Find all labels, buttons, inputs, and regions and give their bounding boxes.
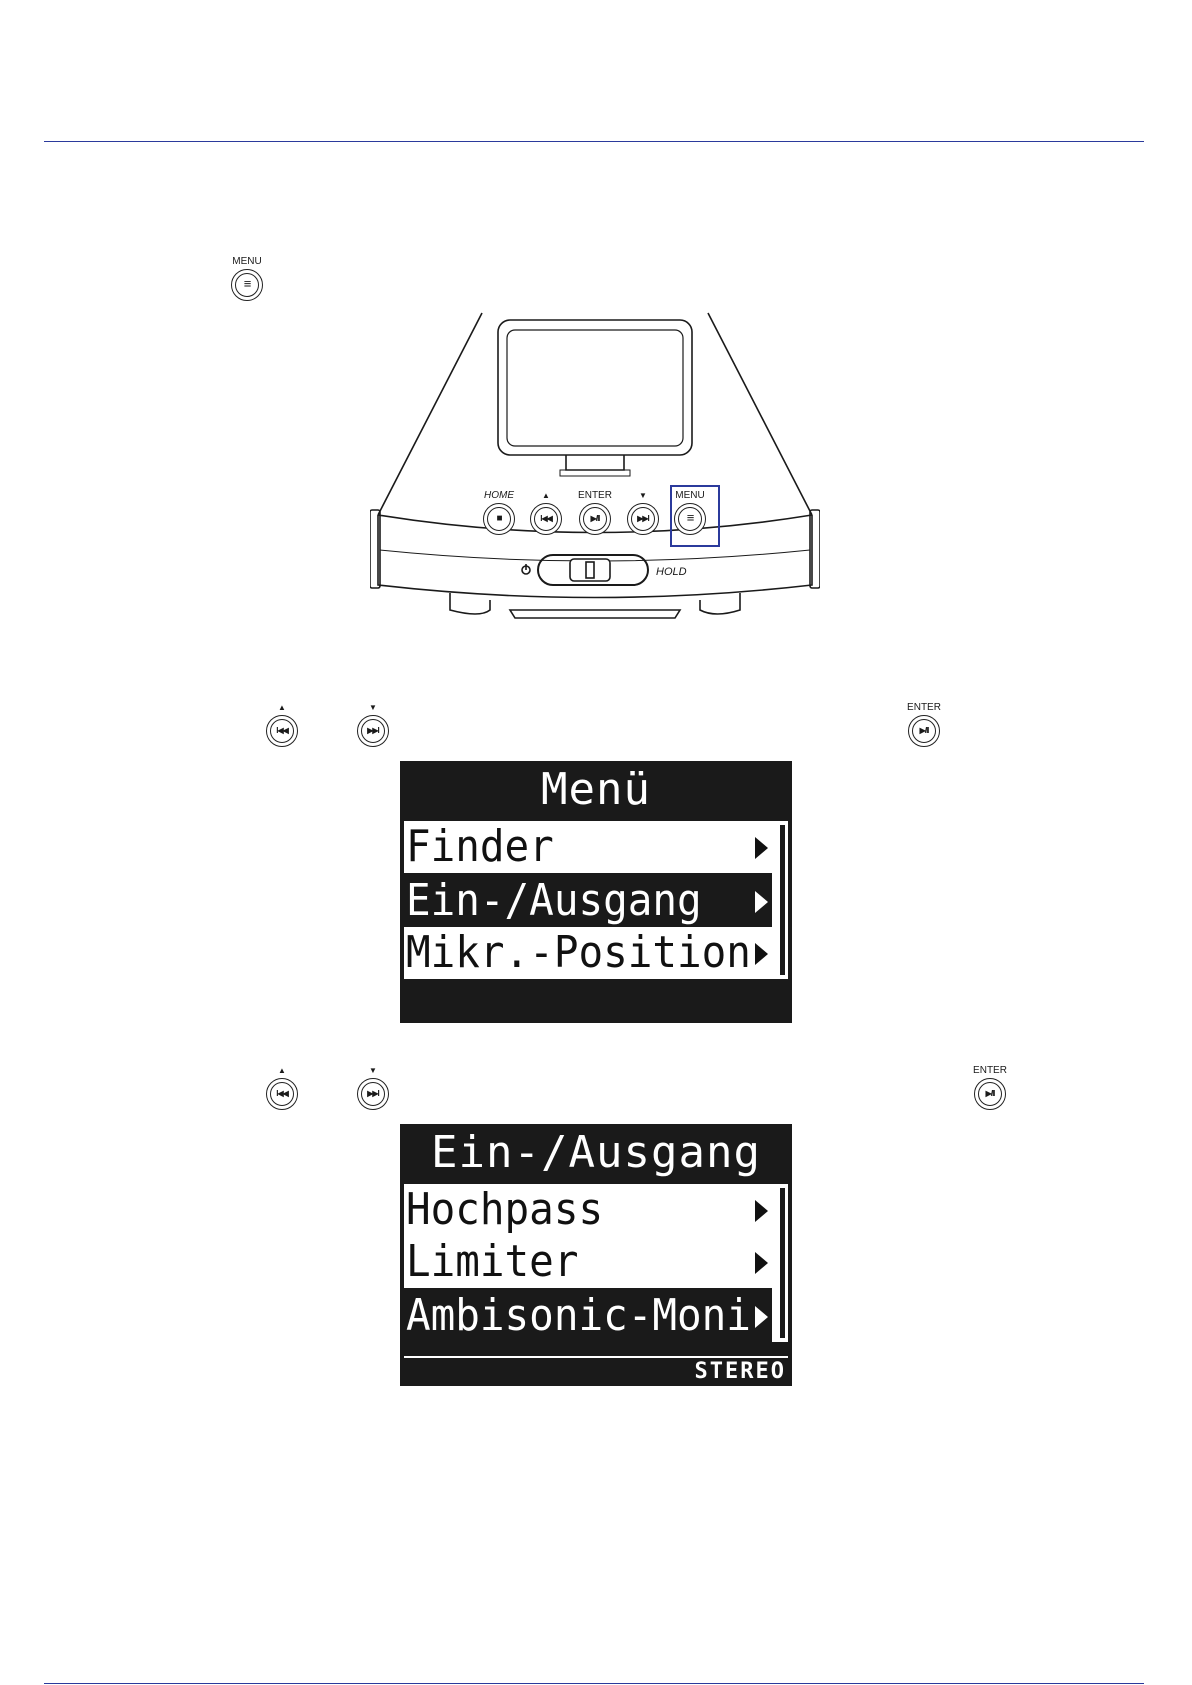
lcd-item-label: Hochpass (406, 1184, 603, 1236)
step3-down-label: ▼ (343, 1065, 403, 1077)
lcd-screen-menu: Menü Finder Ein-/Ausgang Mikr.-Position (400, 761, 792, 1023)
step3-enter-button[interactable]: ENTER ▶/II (960, 1065, 1020, 1110)
lcd-scrollbar-thumb (780, 1188, 785, 1338)
skip-back-icon: I◀◀ (266, 1078, 298, 1110)
device-illustration: HOLD (370, 310, 820, 630)
chevron-right-icon (755, 891, 768, 913)
stop-icon: ■ (483, 503, 515, 535)
chevron-right-icon (755, 837, 768, 859)
step3-up-label: ▲ (252, 1065, 312, 1077)
step2-down-label: ▼ (343, 702, 403, 714)
step3-down-button[interactable]: ▼ ▶▶I (343, 1065, 403, 1110)
step2-enter-label: ENTER (894, 702, 954, 714)
lcd-menu-item-hochpass[interactable]: Hochpass (404, 1184, 776, 1236)
step3-up-button[interactable]: ▲ I◀◀ (252, 1065, 312, 1110)
lcd-item-label: Limiter (406, 1236, 578, 1288)
step2-down-glyph: ▶▶I (358, 724, 388, 738)
step3-enter-label: ENTER (960, 1065, 1020, 1077)
lcd-title: Ein-/Ausgang (400, 1124, 792, 1182)
step2-up-glyph: I◀◀ (267, 724, 297, 738)
step2-up-label: ▲ (252, 702, 312, 714)
chevron-right-icon (755, 943, 768, 965)
step2-enter-button[interactable]: ENTER ▶/II (894, 702, 954, 747)
lcd-footer-bar (404, 1356, 788, 1358)
lcd-menu-item-ein-ausgang[interactable]: Ein-/Ausgang (404, 875, 776, 927)
lcd-scrollbar-thumb (780, 825, 785, 975)
footer-rule (44, 1683, 1144, 1684)
step3-down-glyph: ▶▶I (358, 1087, 388, 1101)
menu-glyph: ≡ (232, 277, 262, 291)
skip-forward-icon: ▶▶I (627, 503, 659, 535)
step3-up-glyph: I◀◀ (267, 1087, 297, 1101)
lcd-item-label: Mikr.-Position (406, 927, 751, 979)
lcd-screen-ein-ausgang: Ein-/Ausgang Hochpass Limiter Ambisonic-… (400, 1124, 792, 1386)
stop-glyph: ■ (484, 512, 514, 526)
menu-icon: ≡ (231, 269, 263, 301)
chevron-right-icon (755, 1306, 768, 1328)
lcd-item-label: Finder (406, 821, 554, 873)
header-rule (44, 141, 1144, 142)
lcd-item-label: Ein-/Ausgang (406, 875, 702, 927)
lcd-menu-item-limiter[interactable]: Limiter (404, 1236, 776, 1288)
step2-enter-glyph: ▶/II (909, 724, 939, 738)
play-pause-icon: ▶/II (908, 715, 940, 747)
skip-back-icon: I◀◀ (266, 715, 298, 747)
play-pause-icon: ▶/II (579, 503, 611, 535)
skip-forward-icon: ▶▶I (357, 1078, 389, 1110)
step2-up-button[interactable]: ▲ I◀◀ (252, 702, 312, 747)
step2-down-button[interactable]: ▼ ▶▶I (343, 702, 403, 747)
lcd-title: Menü (400, 761, 792, 819)
skip-forward-glyph: ▶▶I (628, 512, 658, 526)
chevron-right-icon (755, 1200, 768, 1222)
skip-back-glyph: I◀◀ (531, 512, 561, 526)
lcd-item-label: Ambisonic-Moni (406, 1290, 751, 1342)
skip-back-icon: I◀◀ (530, 503, 562, 535)
menu-button-label: MENU (217, 256, 277, 268)
lcd-menu-item-mikr-position[interactable]: Mikr.-Position (404, 927, 776, 979)
chevron-right-icon (755, 1252, 768, 1274)
play-pause-glyph: ▶/II (580, 512, 610, 526)
lcd-status-stereo: STEREO (695, 1359, 786, 1384)
skip-forward-icon: ▶▶I (357, 715, 389, 747)
menu-button[interactable]: MENU ≡ (217, 256, 277, 301)
device-menu-glyph: ≡ (675, 511, 705, 525)
hold-label: HOLD (656, 566, 687, 578)
lcd-menu-item-finder[interactable]: Finder (404, 821, 776, 873)
play-pause-icon: ▶/II (974, 1078, 1006, 1110)
step3-enter-glyph: ▶/II (975, 1087, 1005, 1101)
lcd-menu-item-ambisonic-moni[interactable]: Ambisonic-Moni (404, 1290, 776, 1342)
